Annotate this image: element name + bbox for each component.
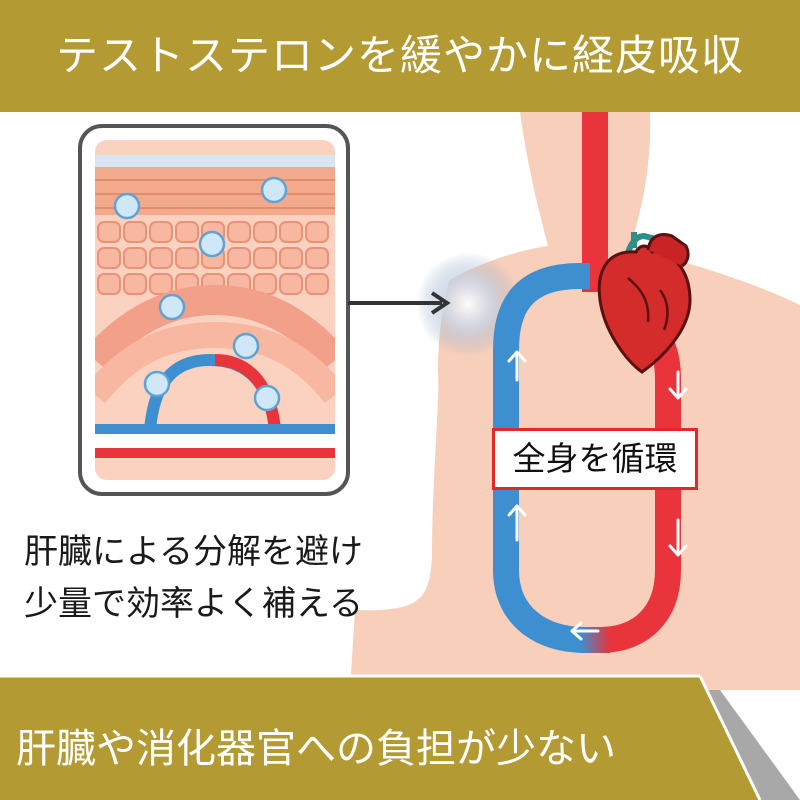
skin-cross-section [78, 124, 350, 496]
arrow-icon [507, 350, 688, 641]
header-banner [0, 0, 800, 112]
footer-title: 肝臓や消化器官への負担が少ない [16, 726, 616, 772]
circulation-label: 全身を循環 [492, 428, 698, 490]
artery-vertical [582, 112, 608, 292]
footer-banner [0, 674, 800, 800]
application-spot [416, 252, 520, 356]
benefit-text: 肝臓による分解を避け 少量で効率よく補える [24, 526, 464, 630]
benefit-line-1: 肝臓による分解を避け [24, 532, 363, 572]
benefit-line-2: 少量で効率よく補える [24, 584, 363, 624]
page-title: テストステロンを緩やかに経皮吸収 [55, 31, 744, 80]
pointer-arrow [348, 291, 451, 315]
heart-icon [597, 232, 692, 374]
body-silhouette [350, 112, 800, 690]
